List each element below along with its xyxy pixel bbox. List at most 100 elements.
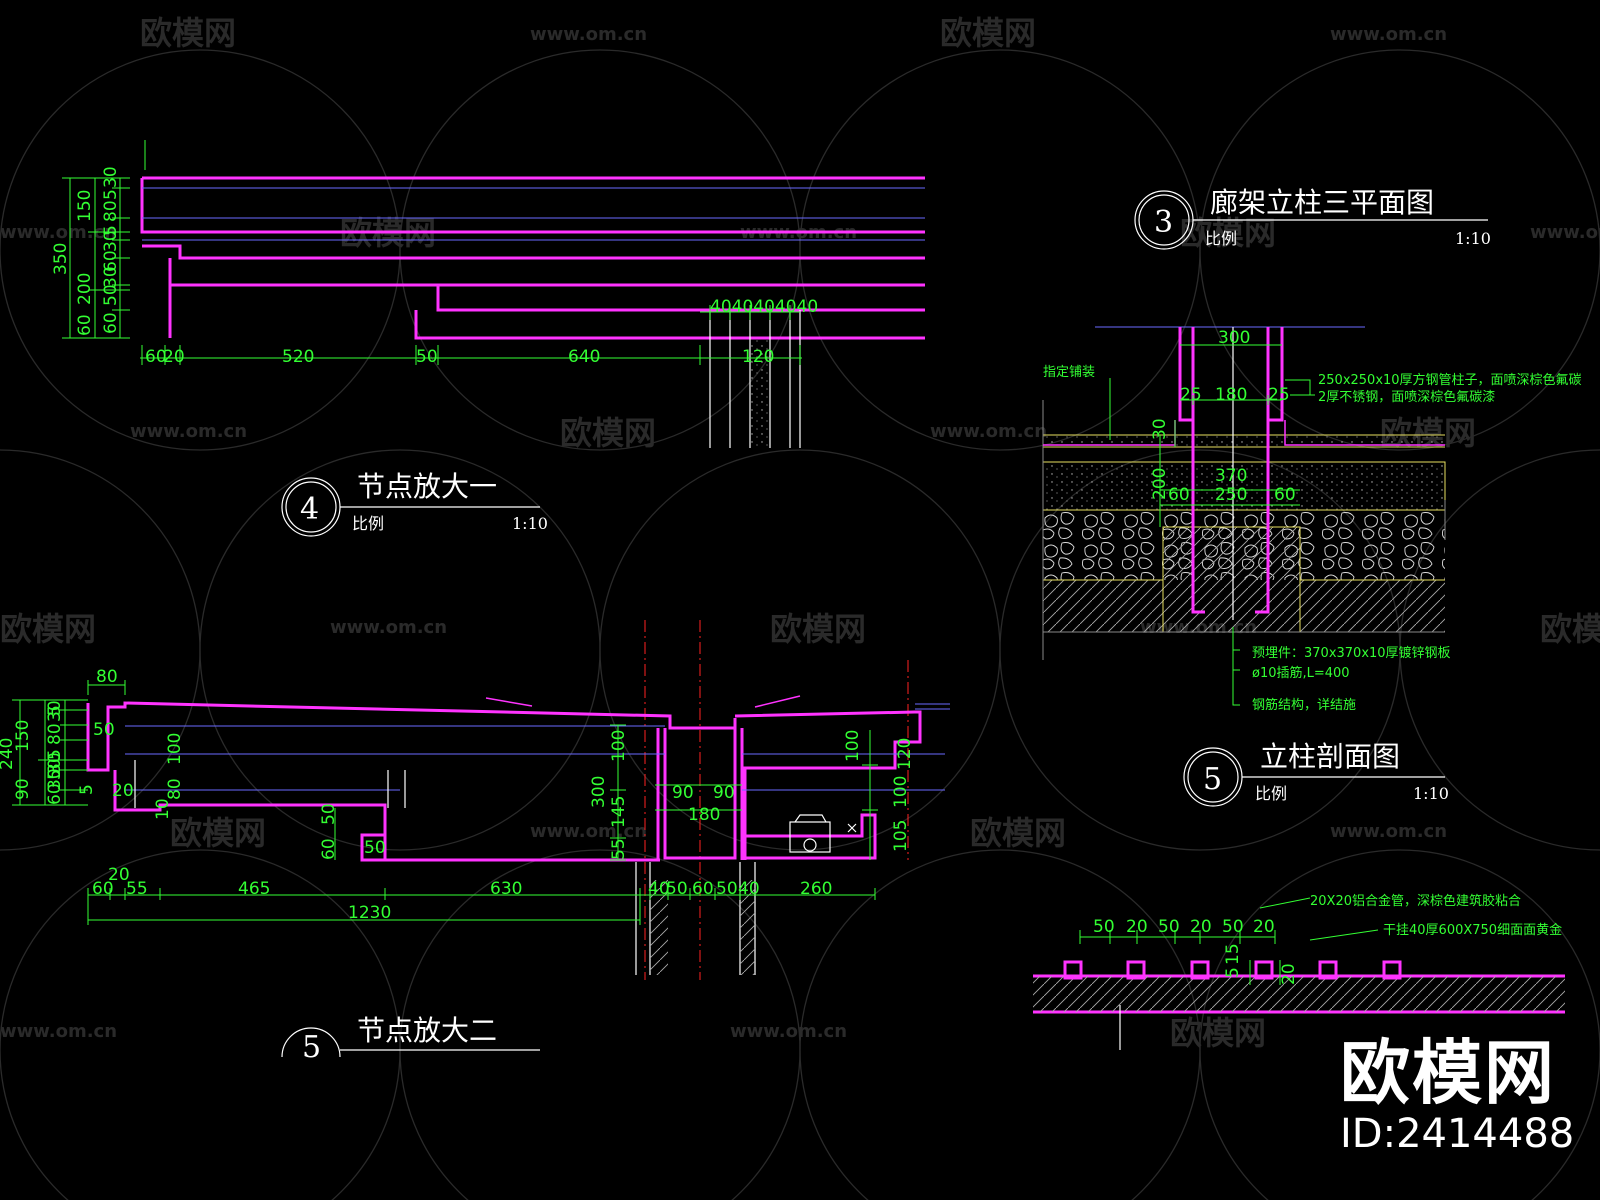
dim-text: 20 (1253, 917, 1275, 937)
watermark-site: www.om.cn (0, 1021, 117, 1042)
dim-text: 60 (145, 347, 167, 367)
dim-text: 30 (45, 752, 65, 774)
dim-text: 20 (1126, 917, 1148, 937)
dim-text: 25 (1268, 385, 1290, 405)
scale-value: 1:10 (512, 514, 548, 533)
dim-text: 50 (45, 758, 65, 780)
dim-text: 30 (45, 700, 65, 722)
dim-text: 60 (92, 879, 114, 899)
dim-text: 80 (96, 667, 118, 687)
detail-number: 5 (1203, 762, 1222, 797)
dim-text: 30 (101, 166, 121, 188)
note: 20X20铝合金管，深棕色建筑胶粘合 (1310, 893, 1521, 909)
watermark-logo: 欧模网 (770, 610, 866, 648)
dim-text: 10 (153, 798, 173, 820)
dim-text: 60 (692, 879, 714, 899)
dim-text: 60 (75, 314, 95, 336)
dim-text: 55 (126, 879, 148, 899)
dim-text: 200 (1150, 468, 1170, 500)
dim-text: 50 (93, 720, 115, 740)
dim-text: 40 (648, 879, 670, 899)
dim-text: 120 (895, 738, 915, 770)
note-left: 指定铺装 (1043, 365, 1095, 380)
dim-text: 30 (1150, 418, 1170, 440)
dim-text: 180 (688, 805, 720, 825)
dim-text: 100 (165, 733, 185, 765)
dim-text: 50 (319, 803, 339, 825)
dim-text: 5 (1223, 967, 1243, 978)
detail-number: 5 (302, 1030, 321, 1065)
dim-text: 80 (101, 200, 121, 222)
watermark-site: www.om.cn (1330, 24, 1447, 45)
dim-text: 20 (1190, 917, 1212, 937)
dim-text: 250 (1215, 485, 1247, 505)
watermark-logo: 欧模网 (140, 14, 236, 52)
watermark-site: www.om.cn (730, 1021, 847, 1042)
watermark-logo: 欧模网 (170, 814, 266, 852)
dim-text: 20 (108, 865, 130, 885)
watermark-site: www.om.cn (1530, 222, 1600, 243)
dim-text: 630 (490, 879, 522, 899)
detail-title: 节点放大二 (357, 1014, 497, 1047)
watermark-site: www.om.cn (530, 821, 647, 842)
watermark-site: www.om.cn (530, 24, 647, 45)
dim-text: 15 (1223, 943, 1243, 965)
dim-text: 60 (1168, 485, 1190, 505)
detail-4-drawing: 350 150 200 60 30 5 80 5 30 60 30 50 60 … (51, 140, 925, 537)
dim-text: 240 (0, 738, 17, 770)
dim-text: 60 (319, 838, 339, 860)
detail-title: 节点放大一 (357, 470, 497, 503)
dim-text: 5 (45, 749, 65, 760)
note-bottom: 预埋件：370x370x10厚镀锌钢板 (1252, 645, 1451, 661)
dim-text: 5 (77, 784, 97, 795)
dim-text: 370 (1215, 466, 1247, 486)
dim-text: 1230 (348, 903, 391, 923)
dim-text: 60 (101, 250, 121, 272)
dim-text: 640 (568, 347, 600, 367)
dim-text: 465 (238, 879, 270, 899)
dim-text: 60 (101, 312, 121, 334)
note-bottom: ø10插筋,L=400 (1252, 665, 1350, 681)
dim-text: 80 (45, 723, 65, 745)
dim-text: 300 (589, 776, 609, 808)
watermark-logo: 欧模网 (1540, 610, 1600, 648)
dim-text: 520 (282, 347, 314, 367)
dim-text: 5 (45, 705, 65, 716)
dim-text: 90 (672, 783, 694, 803)
dim-text: 100 (609, 730, 629, 762)
watermark-site: www.om.cn (1330, 821, 1447, 842)
dim-text: 20 (1279, 963, 1299, 985)
note-right: 2厚不锈钢，面喷深棕色氟碳漆 (1318, 389, 1495, 405)
dim-text: 90 (13, 778, 33, 800)
dim-text: 100 (843, 730, 863, 762)
dim-text: 105 (891, 820, 911, 852)
detail-bubble (281, 1027, 341, 1058)
dim-text: 60 (45, 783, 65, 805)
dim-text: 100 (891, 776, 911, 808)
dim-text: 20 (163, 347, 185, 367)
dim-text: 50 (1158, 917, 1180, 937)
dim-text: 120 (742, 347, 774, 367)
detail-5-title: 5 立柱剖面图 比例 1:10 (1183, 740, 1449, 807)
image-id: ID:2414488 (1340, 1111, 1575, 1157)
dim-text: 200 (75, 273, 95, 305)
dim-text: 145 (609, 796, 629, 828)
dim-text: 60 (1274, 485, 1296, 505)
scale-value: 1:10 (1413, 784, 1449, 803)
dim-text: 150 (75, 190, 95, 222)
watermark-logo: 欧模网 (970, 814, 1066, 852)
dim-text: 50 (1222, 917, 1244, 937)
watermark-logo: 欧模网 (560, 414, 656, 452)
dim-text: 5 (101, 189, 121, 200)
dim-text: 150 (13, 720, 33, 752)
dim-text: 50 (364, 838, 386, 858)
dim-text: 50 (666, 879, 688, 899)
detail-title: 立柱剖面图 (1260, 740, 1400, 773)
watermark-logo: 欧模网 (940, 14, 1036, 52)
dim-text: 260 (800, 879, 832, 899)
watermark-site: www.om.cn (0, 222, 117, 243)
detail-number: 3 (1154, 205, 1173, 240)
watermark-site: www.om.cn (130, 421, 247, 442)
note-bottom: 钢筋结构，详结施 (1252, 697, 1356, 713)
